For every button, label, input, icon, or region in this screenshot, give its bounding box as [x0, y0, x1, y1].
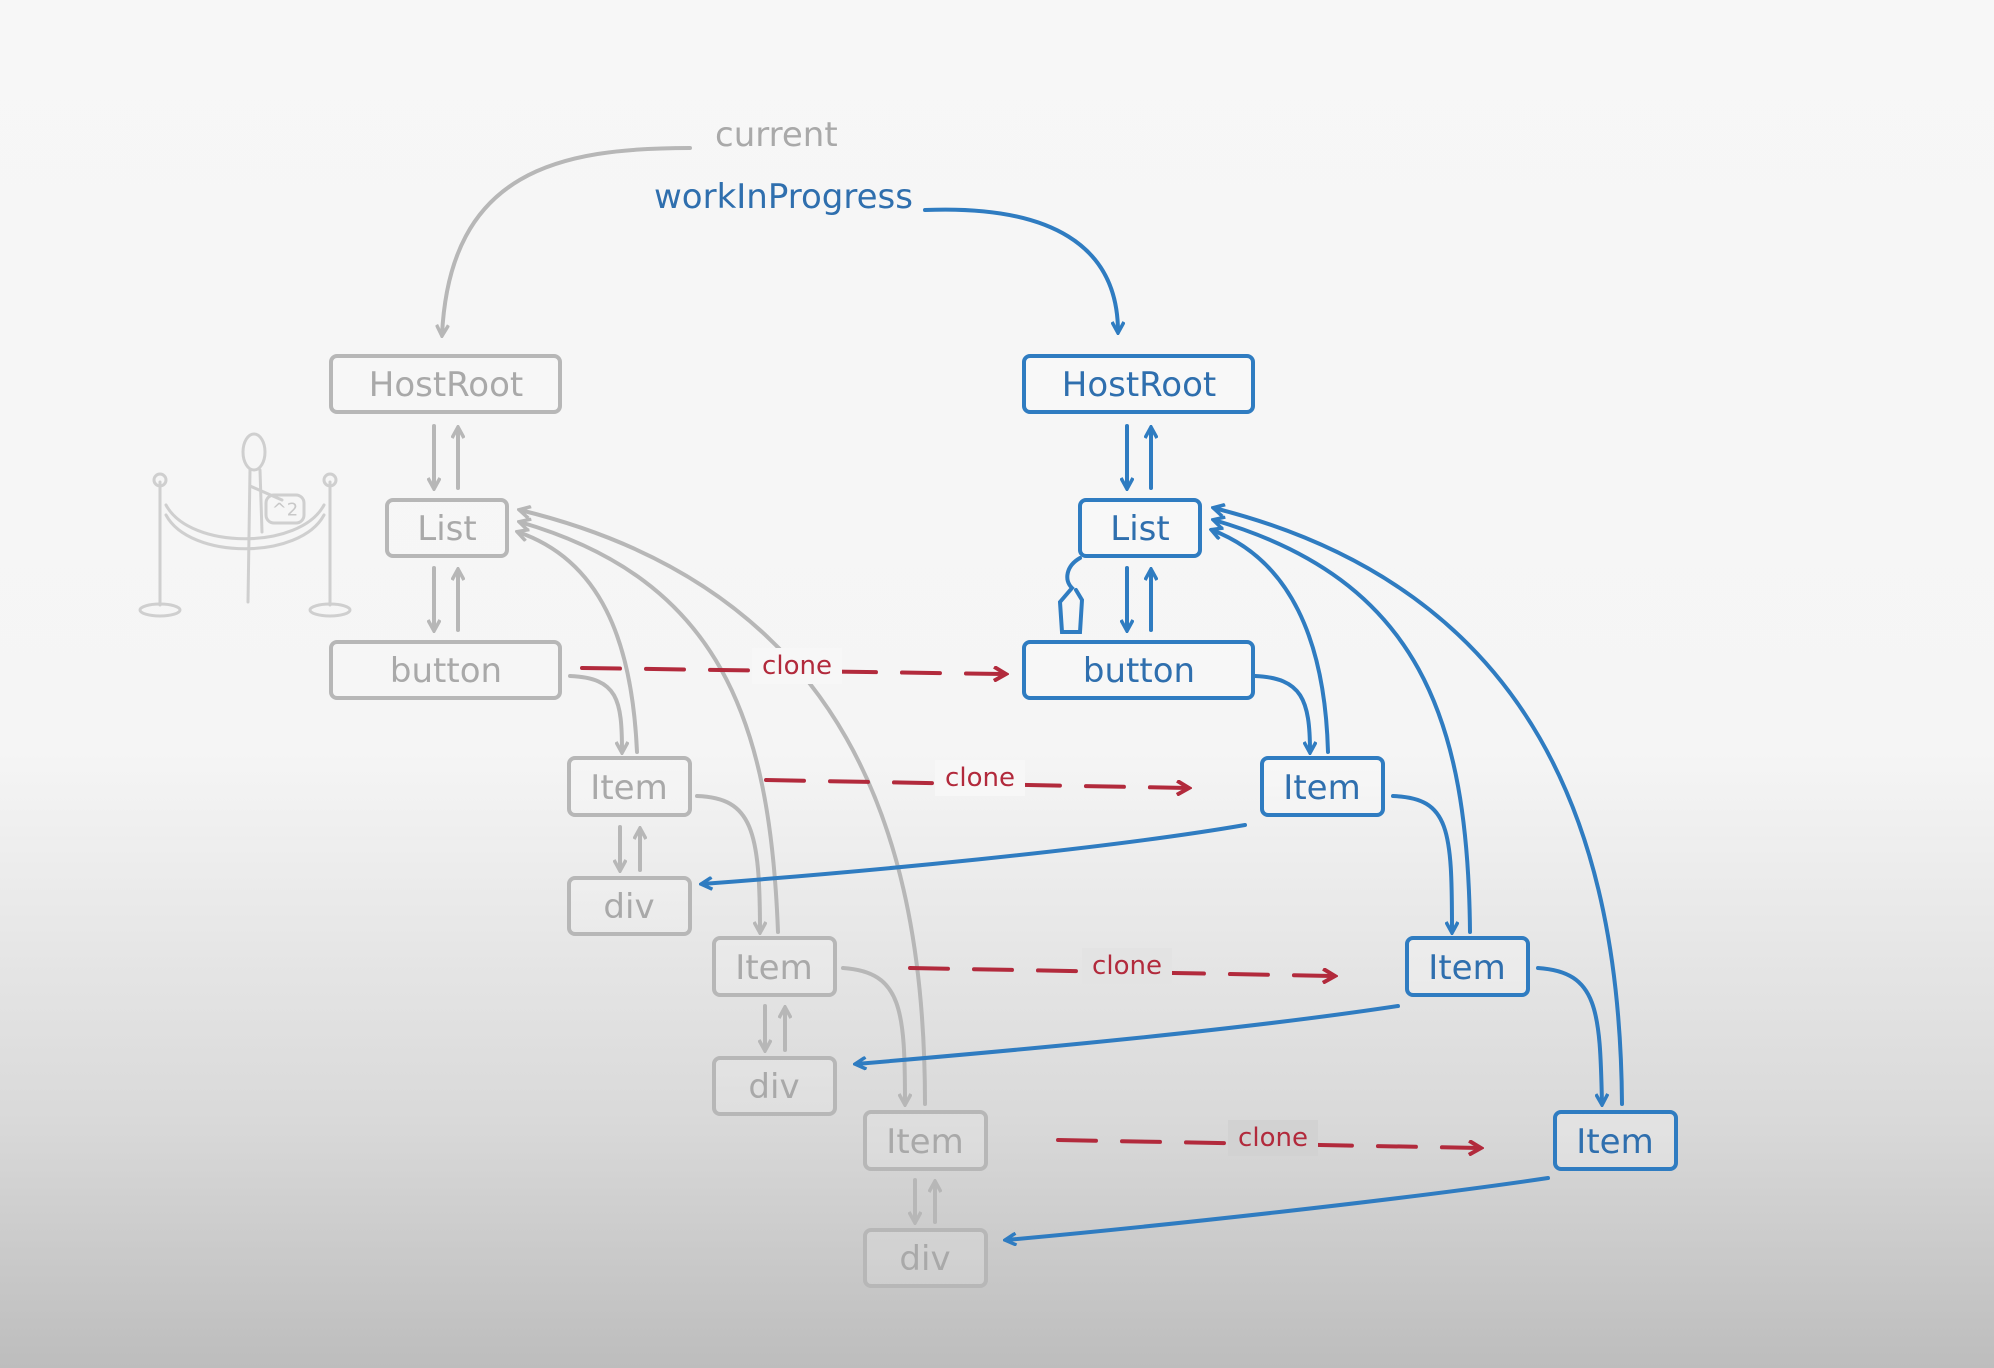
svg-text:div: div: [603, 887, 654, 927]
wip-pointer-arrow: [923, 207, 1118, 332]
svg-text:button: button: [1083, 651, 1195, 691]
current-item-node-2: Item: [712, 936, 837, 997]
svg-text:Item: Item: [1576, 1122, 1653, 1162]
wip-list-node: List: [1078, 498, 1202, 558]
clone-label-item-1: clone: [945, 763, 1015, 793]
svg-text:div: div: [748, 1067, 799, 1107]
current-div-node-1: div: [567, 876, 692, 936]
current-list-node: List: [385, 498, 509, 558]
current-tree-links: [434, 424, 935, 1222]
svg-text:List: List: [417, 509, 476, 549]
svg-text:HostRoot: HostRoot: [1062, 365, 1216, 405]
current-pointer-arrow: [442, 146, 692, 335]
wip-tree-links: [702, 424, 1624, 1240]
svg-text:button: button: [390, 651, 502, 691]
clone-label-item-2: clone: [1092, 951, 1162, 981]
svg-text:Item: Item: [1428, 948, 1505, 988]
svg-text:Item: Item: [590, 768, 667, 808]
wip-item-node-1: Item: [1260, 756, 1385, 817]
wip-pointer-label: workInProgress: [654, 177, 913, 217]
current-pointer-label: current: [715, 115, 838, 155]
wip-button-node: button: [1022, 640, 1255, 700]
current-item-node-1: Item: [567, 756, 692, 817]
current-item-node-3: Item: [863, 1110, 988, 1171]
svg-text:div: div: [899, 1239, 950, 1279]
wip-item-node-2: Item: [1405, 936, 1530, 997]
velvet-rope-icon: [138, 432, 352, 618]
current-div-node-3: div: [863, 1228, 988, 1288]
wip-item-node-3: Item: [1553, 1110, 1678, 1171]
svg-text:Item: Item: [735, 948, 812, 988]
svg-text:HostRoot: HostRoot: [369, 365, 523, 405]
wip-hostroot-node: HostRoot: [1022, 354, 1255, 414]
svg-text:Item: Item: [1283, 768, 1360, 808]
current-button-node: button: [329, 640, 562, 700]
rope-badge-text: ^2: [272, 500, 299, 521]
clone-label-item-3: clone: [1238, 1123, 1308, 1153]
svg-text:List: List: [1110, 509, 1169, 549]
svg-text:Item: Item: [886, 1122, 963, 1162]
clone-label-button: clone: [762, 651, 832, 681]
current-hostroot-node: HostRoot: [329, 354, 562, 414]
tag-icon: [1057, 556, 1085, 634]
current-div-node-2: div: [712, 1056, 837, 1116]
